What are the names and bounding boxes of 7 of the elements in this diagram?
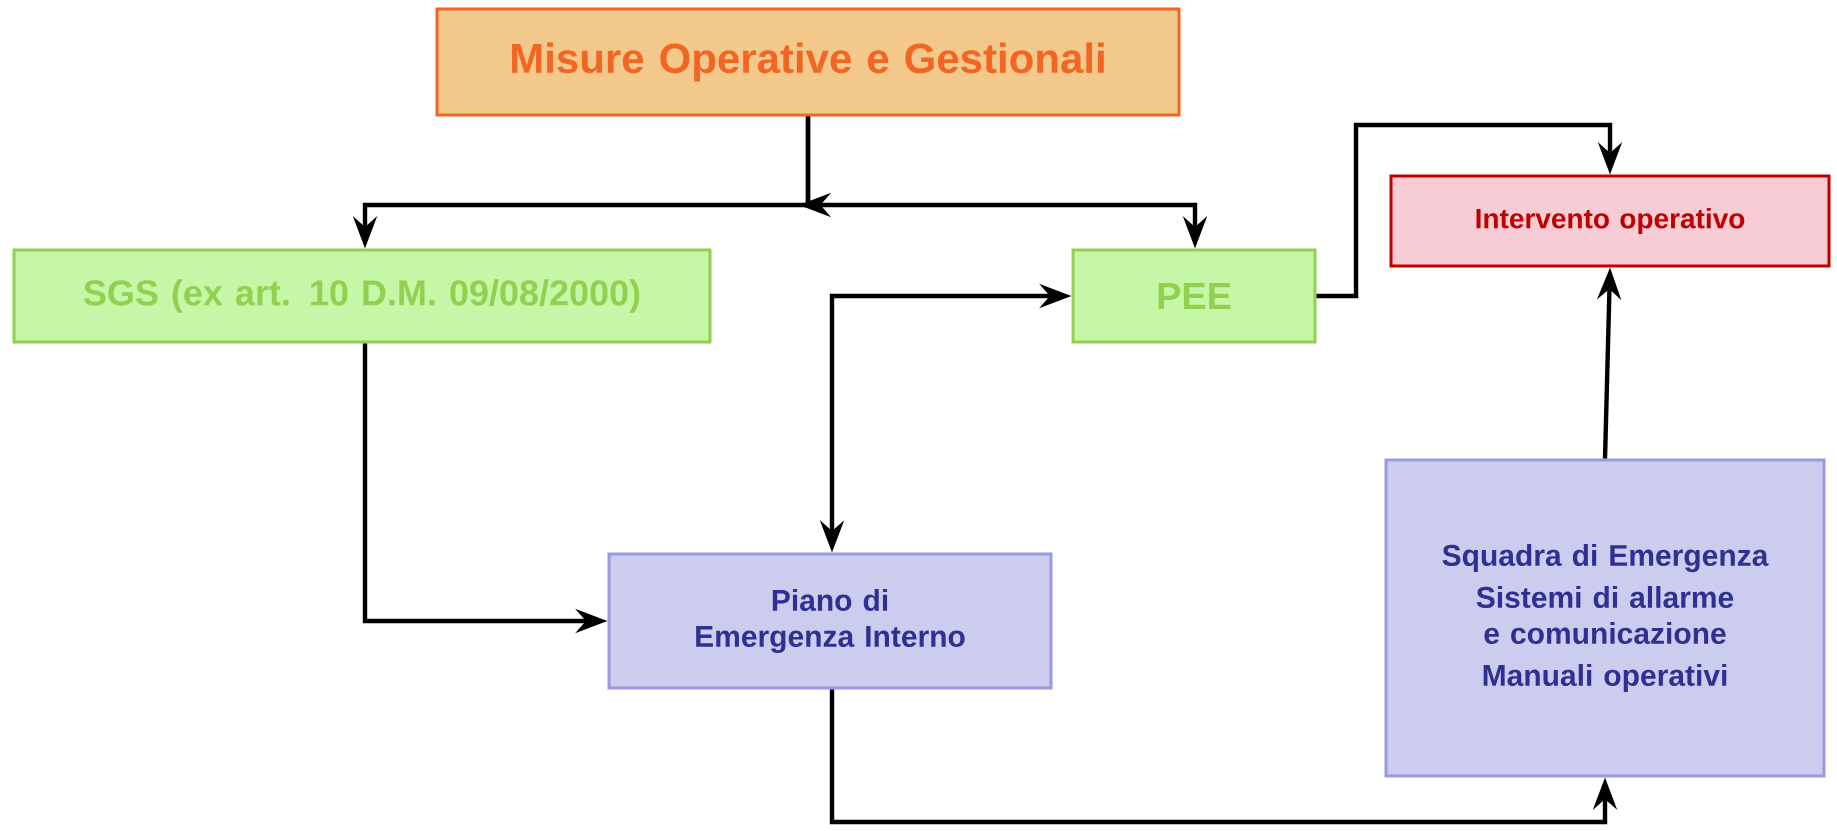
process-box: SGS (ex art. 10 D.M. 09/08/2000): [12, 248, 712, 344]
process-box: Intervento operativo: [1389, 174, 1831, 268]
process-box: PEE: [1071, 248, 1317, 344]
arrow: [1316, 122, 1623, 299]
process-box: Piano di Emergenza Interno: [607, 552, 1053, 690]
process-box: Squadra di Emergenza Sistemi di allarme e comunicazione Manuali operativi: [1384, 458, 1826, 778]
heading-box: Misure Operative e Gestionali: [435, 7, 1181, 117]
